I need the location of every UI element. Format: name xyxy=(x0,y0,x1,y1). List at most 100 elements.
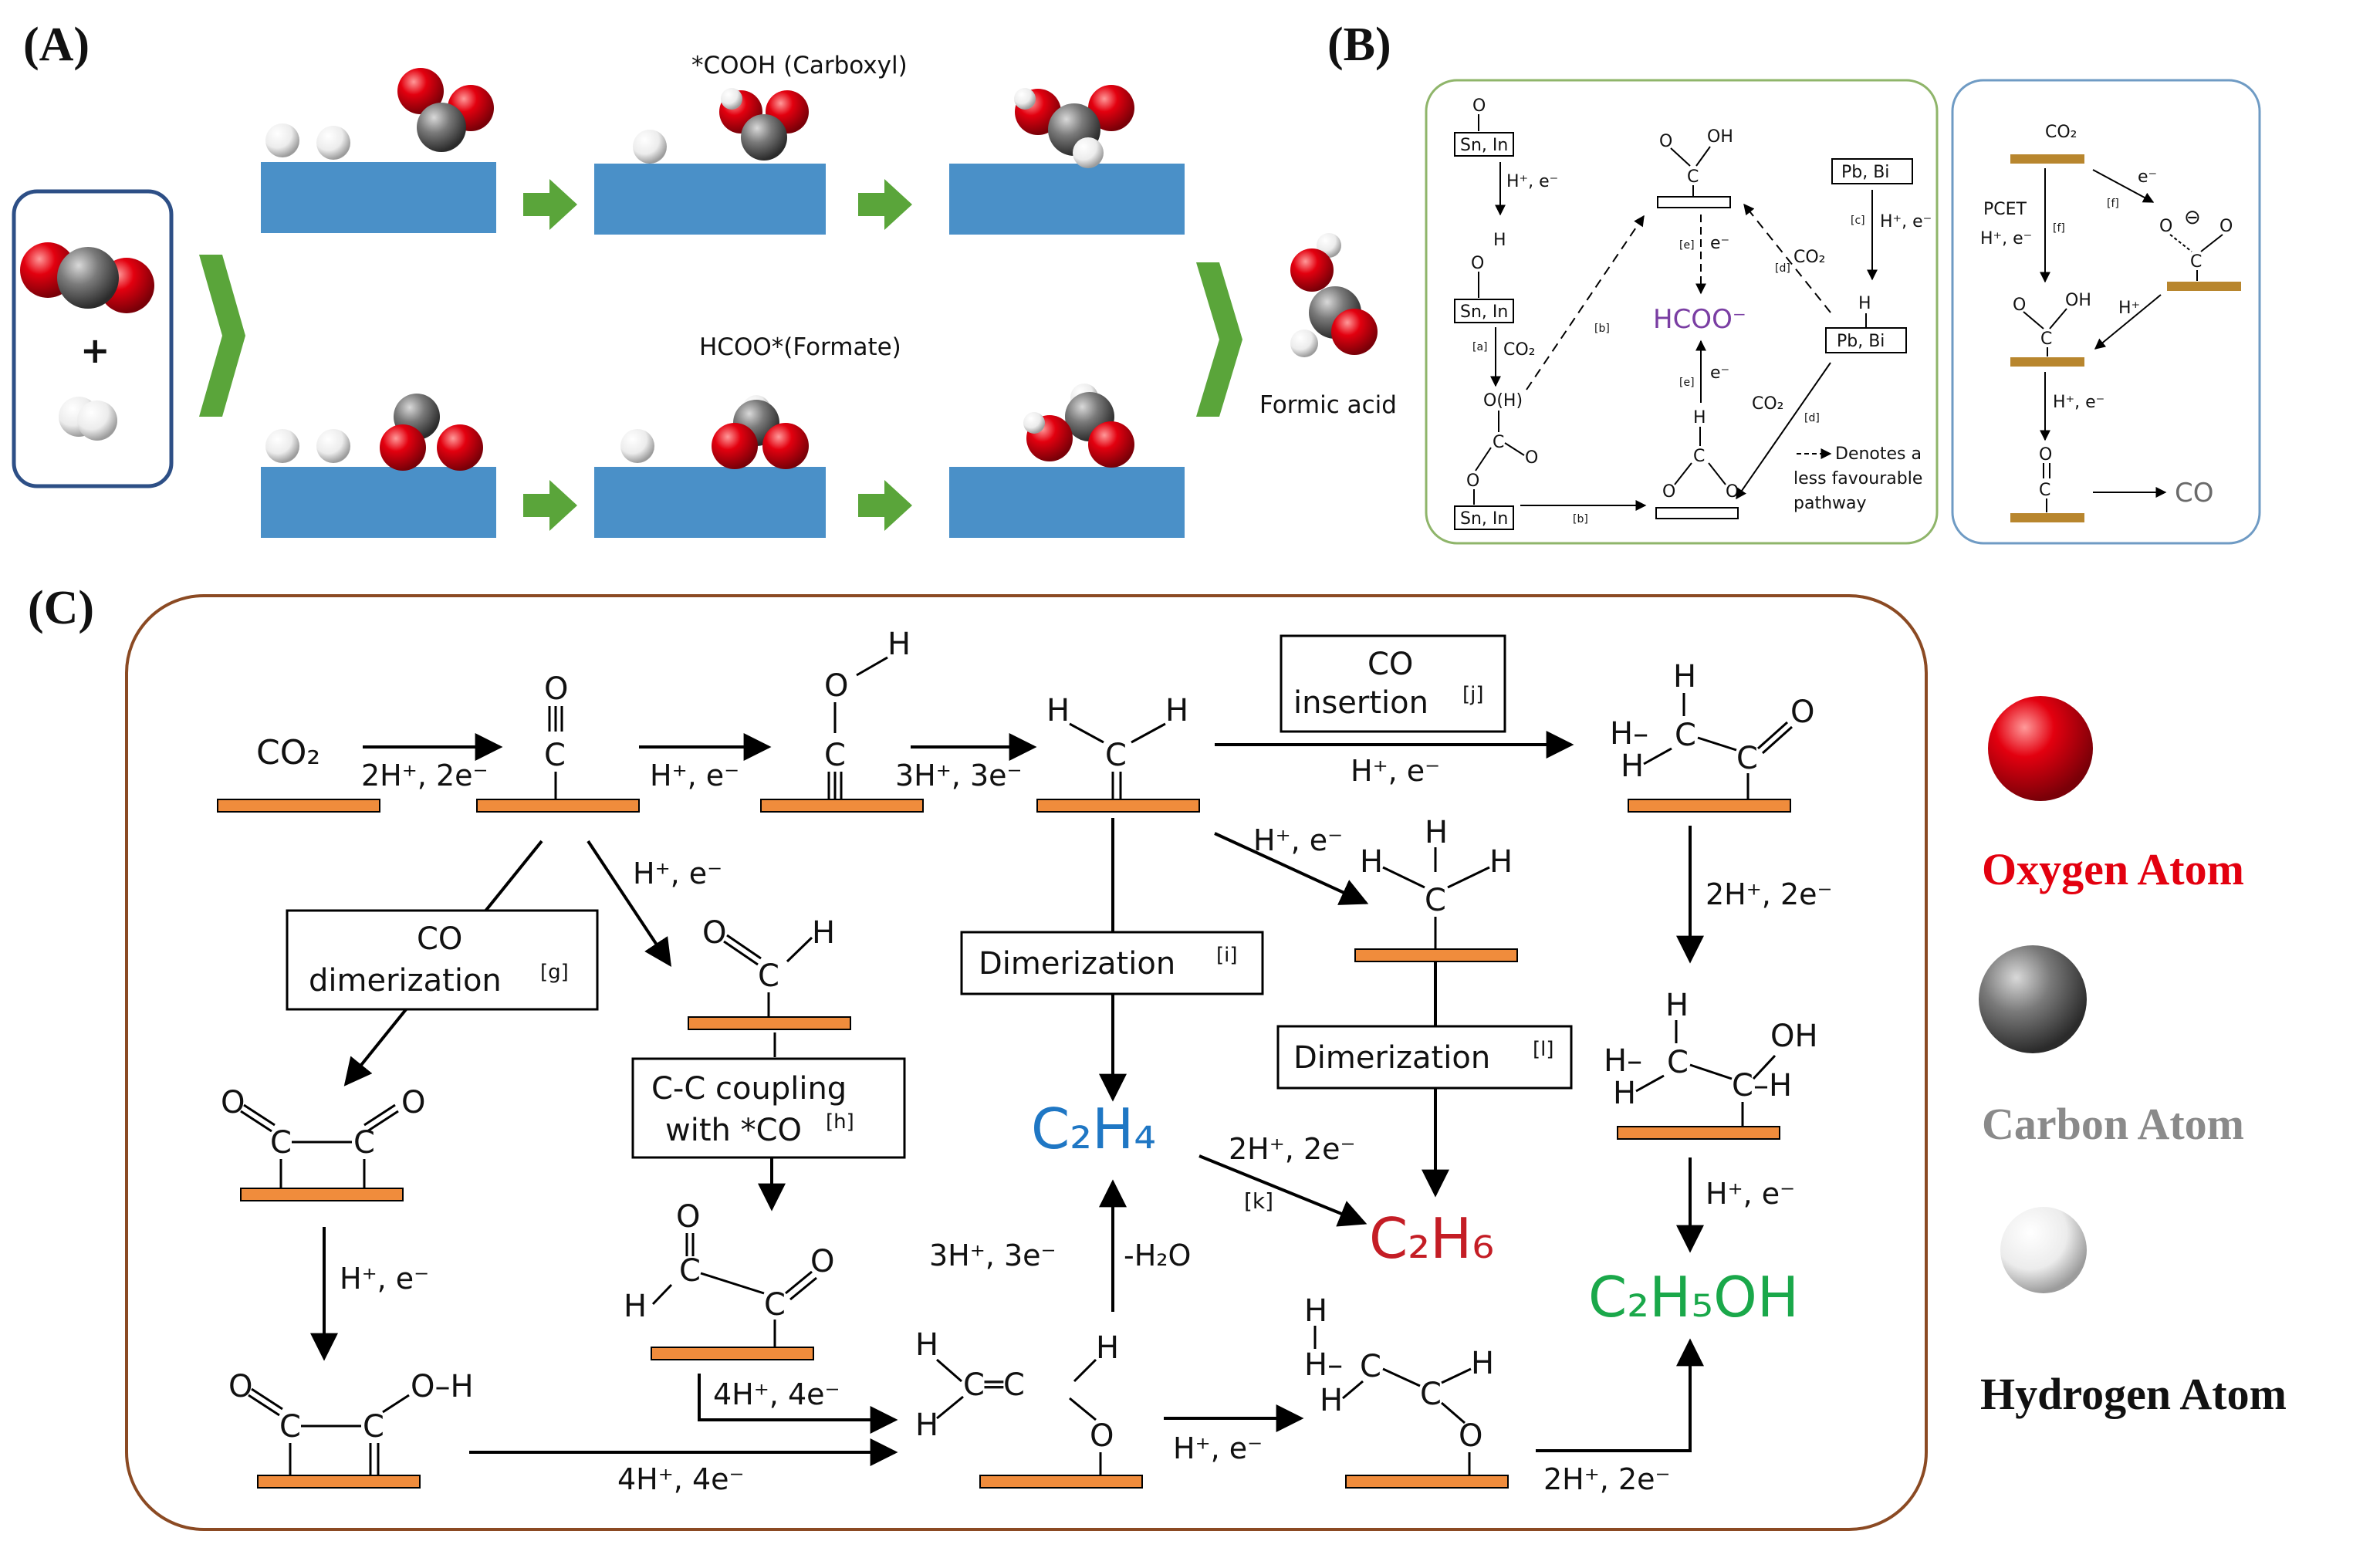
svg-text:CO₂: CO₂ xyxy=(1752,394,1784,414)
adsorbed-hydrogen xyxy=(633,130,667,164)
svg-text:H: H xyxy=(915,1327,938,1363)
svg-text:e⁻: e⁻ xyxy=(1710,234,1729,253)
svg-text:C: C xyxy=(1420,1377,1442,1412)
svg-text:[h]: [h] xyxy=(826,1110,854,1134)
svg-text:C: C xyxy=(824,738,846,773)
svg-text:C: C xyxy=(764,1287,786,1323)
svg-text:H: H xyxy=(1621,749,1644,784)
svg-text:C: C xyxy=(1105,738,1127,773)
svg-text:O: O xyxy=(702,915,726,951)
formate-ion-label: HCOO⁻ xyxy=(1653,304,1746,335)
svg-text:2H⁺, 2e⁻: 2H⁺, 2e⁻ xyxy=(1706,877,1833,911)
svg-text:Denotes a: Denotes a xyxy=(1835,444,1922,464)
co-pathway: CO₂ PCET H⁺, e⁻ [f] e⁻ [f] O ⊖ O C O OH … xyxy=(1980,123,2241,522)
svg-text:H: H xyxy=(1858,294,1871,313)
svg-text:C: C xyxy=(1675,718,1696,753)
svg-text:O: O xyxy=(2013,296,2026,315)
central-pathway: O OH C [e] e⁻ HCOO⁻ [e] e⁻ H C O O xyxy=(1653,127,1746,519)
svg-text:O: O xyxy=(2219,217,2233,236)
svg-text:O: O xyxy=(676,1199,700,1235)
sn-in-pb-bi-mechanism-box xyxy=(1425,79,1939,545)
svg-text:C-C coupling: C-C coupling xyxy=(651,1071,847,1107)
svg-text:H: H xyxy=(1320,1383,1343,1418)
svg-text:H: H xyxy=(1096,1330,1119,1366)
svg-text:H–: H– xyxy=(1304,1347,1343,1383)
svg-text:H⁺, e⁻: H⁺, e⁻ xyxy=(1173,1431,1263,1465)
svg-text:2H⁺, 2e⁻: 2H⁺, 2e⁻ xyxy=(361,759,489,792)
svg-text:H: H xyxy=(1613,1076,1636,1111)
svg-text:H⁺, e⁻: H⁺, e⁻ xyxy=(650,759,739,792)
catalyst-surface xyxy=(949,164,1185,235)
svg-text:C: C xyxy=(758,958,779,994)
co-pathway-box xyxy=(1951,79,2261,545)
svg-text:O: O xyxy=(1790,694,1814,730)
svg-text:O: O xyxy=(228,1369,252,1404)
svg-text:–H: –H xyxy=(1753,1068,1792,1103)
carbon-atom-icon xyxy=(1979,945,2087,1053)
svg-text:O: O xyxy=(2039,445,2052,465)
svg-text:H⁺: H⁺ xyxy=(2118,299,2140,318)
svg-text:C: C xyxy=(1360,1349,1381,1384)
svg-text:insertion: insertion xyxy=(1293,685,1428,721)
svg-text:OH: OH xyxy=(2065,291,2091,310)
svg-text:[f]: [f] xyxy=(2053,222,2065,235)
ethane-product: C₂H₆ xyxy=(1369,1206,1494,1271)
svg-text:C: C xyxy=(1693,447,1705,466)
svg-text:H: H xyxy=(1693,408,1706,427)
co2-molecule xyxy=(20,242,154,313)
svg-text:O: O xyxy=(1466,471,1479,491)
svg-text:H⁺, e⁻: H⁺, e⁻ xyxy=(1880,212,1932,231)
svg-text:C: C xyxy=(270,1125,292,1161)
svg-text:Sn, In: Sn, In xyxy=(1460,302,1508,322)
svg-text:C: C xyxy=(353,1125,375,1161)
svg-text:O: O xyxy=(1726,482,1739,502)
svg-text:with *CO: with *CO xyxy=(665,1113,802,1148)
formic-precursor-bottom xyxy=(1023,384,1134,468)
pb-bi-pathway: Pb, Bi [c] H⁺, e⁻ H Pb, Bi [d] CO₂ CO₂ [… xyxy=(1736,158,1932,500)
svg-text:C: C xyxy=(679,1253,701,1289)
svg-text:H⁺, e⁻: H⁺, e⁻ xyxy=(1253,823,1343,857)
svg-text:H⁺, e⁻: H⁺, e⁻ xyxy=(1351,754,1440,788)
svg-text:H: H xyxy=(1046,693,1070,728)
c2-pathway-box xyxy=(125,594,1928,1531)
hydrogen-legend-label: Hydrogen Atom xyxy=(1980,1369,2287,1419)
svg-text:O: O xyxy=(1662,482,1675,502)
svg-text:PCET: PCET xyxy=(1983,200,2027,219)
panel-a-label: (A) xyxy=(23,19,90,71)
h2-molecule xyxy=(59,397,117,441)
svg-text:e⁻: e⁻ xyxy=(1710,363,1729,383)
svg-text:H: H xyxy=(1665,988,1689,1023)
svg-text:O: O xyxy=(1659,132,1672,151)
svg-text:2H⁺, 2e⁻: 2H⁺, 2e⁻ xyxy=(1229,1132,1356,1166)
svg-text:[b]: [b] xyxy=(1573,513,1588,525)
svg-text:[l]: [l] xyxy=(1533,1038,1554,1061)
svg-text:O: O xyxy=(824,668,848,704)
adsorbed-co2 xyxy=(397,68,494,152)
svg-text:H: H xyxy=(1471,1346,1494,1381)
svg-text:C: C xyxy=(279,1409,301,1445)
catalyst-surface xyxy=(949,467,1185,538)
chevron-arrow-icon xyxy=(199,255,245,417)
svg-text:CO: CO xyxy=(417,921,462,957)
svg-text:4H⁺, 4e⁻: 4H⁺, 4e⁻ xyxy=(617,1462,745,1496)
svg-text:Sn, In: Sn, In xyxy=(1460,136,1508,155)
svg-text:C: C xyxy=(1493,433,1504,452)
svg-text:H⁺, e⁻: H⁺, e⁻ xyxy=(340,1262,429,1296)
ethylene-product: C₂H₄ xyxy=(1031,1097,1156,1161)
svg-text:H: H xyxy=(1673,659,1696,694)
svg-text:H: H xyxy=(812,915,835,951)
svg-text:H: H xyxy=(1489,844,1513,880)
svg-text:OH: OH xyxy=(1770,1019,1818,1054)
svg-text:O: O xyxy=(544,671,568,707)
adsorbed-hydrogens xyxy=(265,123,350,160)
svg-text:C═C: C═C xyxy=(963,1367,1025,1403)
svg-text:H: H xyxy=(1360,844,1383,880)
svg-text:O: O xyxy=(1472,96,1486,116)
adsorbed-hydrogens xyxy=(265,429,350,463)
svg-text:C: C xyxy=(363,1409,384,1445)
svg-text:H⁺, e⁻: H⁺, e⁻ xyxy=(1980,229,2032,248)
svg-text:H: H xyxy=(1425,815,1448,850)
adsorbed-hydrogen xyxy=(620,429,654,463)
svg-text:C: C xyxy=(1732,1068,1753,1103)
